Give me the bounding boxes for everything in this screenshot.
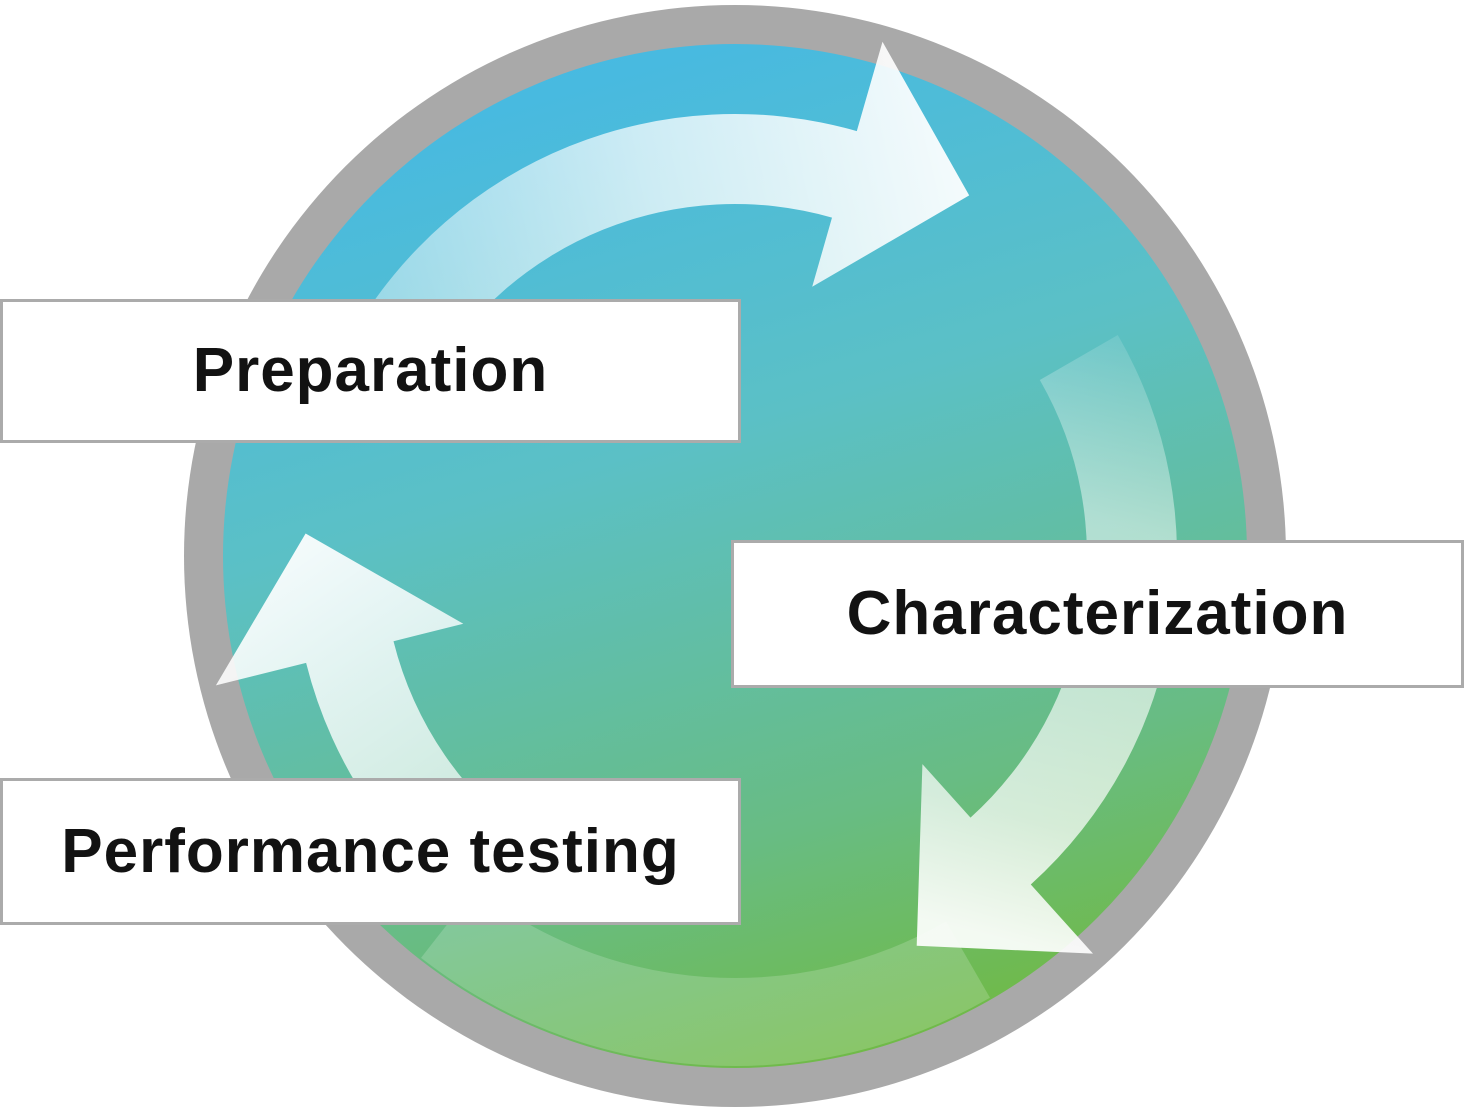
label-performance-testing: Performance testing xyxy=(61,816,680,886)
label-characterization: Characterization xyxy=(846,579,1349,648)
label-box-preparation: Preparation xyxy=(0,299,741,443)
cycle-arrow-top xyxy=(352,41,970,380)
label-box-performance-testing: Performance testing xyxy=(0,778,741,925)
label-box-characterization: Characterization xyxy=(731,540,1464,688)
cycle-arrow-right xyxy=(916,335,1178,954)
label-preparation: Preparation xyxy=(192,336,549,405)
gloss-highlight-arc xyxy=(421,888,990,1066)
